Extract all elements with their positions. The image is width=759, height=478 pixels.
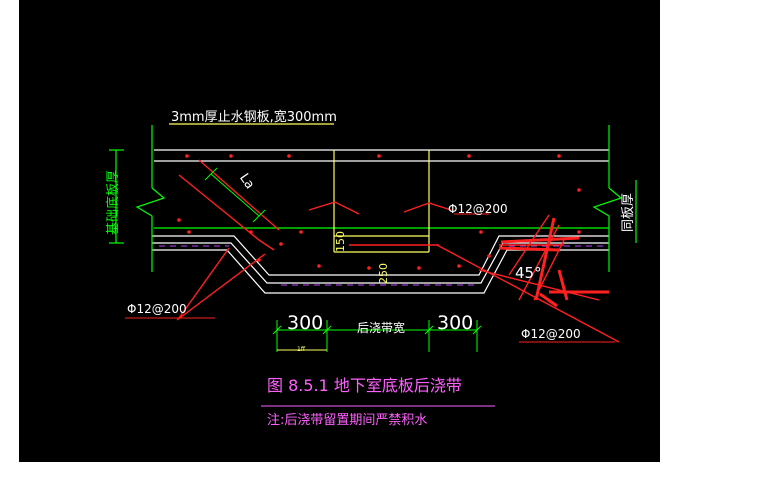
right-thickness-label: 同板厚 — [621, 192, 637, 233]
figure-note: 注:后浇带留置期间严禁积水 — [267, 413, 428, 428]
leader-lines — [125, 213, 615, 343]
lap-dimension — [204, 167, 266, 223]
highlight-marks — [498, 217, 609, 308]
rebar-dots — [177, 154, 581, 270]
angle-label: 45° — [515, 264, 542, 282]
steel-plate — [169, 123, 430, 253]
rebar-label-right: Φ12@200 — [521, 327, 581, 341]
left-thickness-label: 基础底板厚 — [106, 169, 122, 236]
dimension-chain — [272, 320, 482, 352]
figure-title: 图 8.5.1 地下室底板后浇带 — [267, 376, 462, 395]
rebar-label-left: Φ12@200 — [127, 302, 187, 316]
dim-right-label: 300 — [437, 312, 474, 334]
small-dim-label: 1ff — [297, 346, 305, 353]
cad-canvas: 3mm厚止水钢板,宽300mm La 基础底板厚 同板厚 Φ12@200 Φ12… — [19, 0, 660, 462]
rebar-lines — [176, 159, 620, 343]
post-cast-strip-drawing — [109, 123, 637, 407]
green-outline — [109, 125, 637, 272]
rebar-label-top: Φ12@200 — [448, 202, 508, 216]
dim-250-label: 250 — [377, 263, 390, 284]
dim-center-label: 后浇带宽 — [357, 321, 406, 335]
slab-outline — [152, 149, 609, 294]
dim-150-label: 150 — [334, 231, 347, 252]
plate-note: 3mm厚止水钢板,宽300mm — [171, 110, 337, 125]
dashed-lines — [159, 245, 604, 286]
dim-left-label: 300 — [287, 312, 324, 334]
